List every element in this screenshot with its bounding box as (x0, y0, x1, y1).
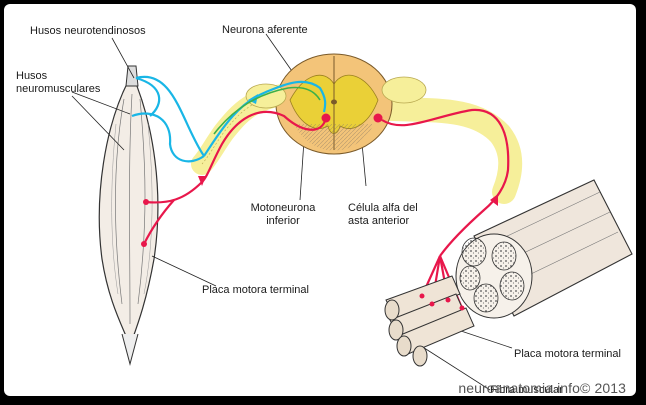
diagram-frame: Husos neurotendinosos Husos neuromuscula… (4, 4, 636, 396)
label-motoneurona-1: Motoneurona (250, 202, 316, 214)
alpha-cell-right (373, 113, 383, 123)
label-husos-neuromusculares-2: neuromusculares (16, 83, 101, 95)
label-placa-motora-right: Placa motora terminal (514, 348, 621, 360)
muscle-left (98, 65, 159, 366)
label-placa-motora-left: Placa motora terminal (202, 284, 309, 296)
motor-endplates-right (419, 293, 465, 311)
afferent-pathway (131, 75, 327, 163)
muscle-fiber-bundle (455, 179, 633, 319)
alpha-cell-left (321, 113, 331, 123)
label-motoneurona-2: inferior (266, 215, 300, 227)
efferent-arrow-left (198, 176, 206, 186)
label-celula-alfa-2: asta anterior (348, 215, 410, 227)
nerve-right (364, 96, 523, 204)
label-fibra-muscular: Fibra muscular (490, 384, 563, 396)
label-husos-neurotendinosos: Husos neurotendinosos (30, 25, 146, 37)
afferent-arrow (248, 94, 258, 104)
ganglion-right (381, 76, 427, 104)
motor-endplates-left (141, 199, 149, 247)
spinal-cord-section (275, 53, 393, 155)
afferent-green (213, 86, 321, 135)
label-celula-alfa-1: Célula alfa del (348, 202, 418, 214)
label-neurona-aferente: Neurona aferente (222, 24, 308, 36)
reflex-arc-illustration (71, 33, 633, 391)
efferent-arrow-right (490, 194, 498, 206)
label-husos-neuromusculares-1: Husos (16, 70, 48, 82)
watermark: neuroanatomia.info© 2013 (458, 380, 626, 396)
